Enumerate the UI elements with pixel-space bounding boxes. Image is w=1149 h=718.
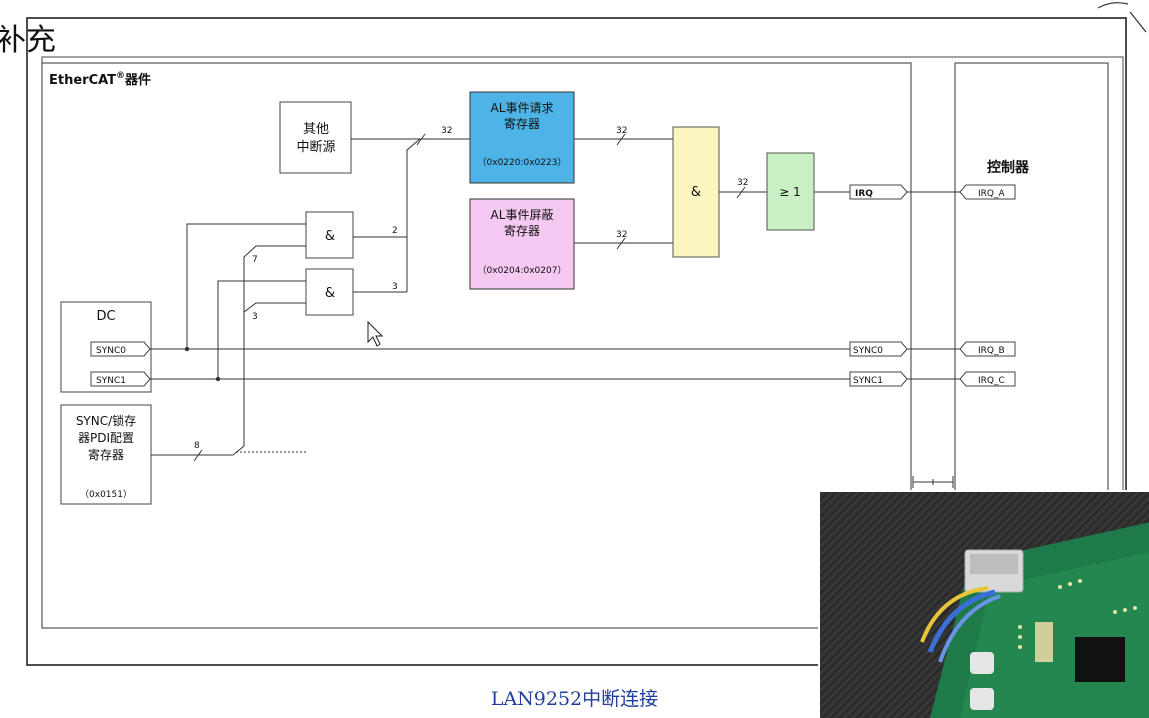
- irq-b-port: [959, 341, 1016, 357]
- bus-label-tap3: 3: [252, 312, 258, 322]
- irq-port: [849, 184, 908, 200]
- dc-sync1-port: [90, 371, 151, 387]
- al-mask-line2: 寄存器: [504, 223, 540, 238]
- circuit-board-photo-icon: [920, 522, 1149, 718]
- and-gate-2-label: &: [325, 286, 335, 301]
- junction-dot: [184, 346, 190, 352]
- bus-label-other: 32: [441, 126, 452, 136]
- bus-label-tap7: 7: [252, 255, 258, 265]
- bus-label-and2: 3: [392, 282, 398, 292]
- bus-label-sync: 8: [194, 441, 200, 451]
- slide-title: 补充: [0, 23, 56, 58]
- slide-frame: [26, 17, 1127, 666]
- slide-caption: LAN9252中断连接: [490, 688, 659, 710]
- ethercat-label: EtherCAT®器件: [49, 71, 151, 88]
- irq-a-port: [959, 184, 1016, 200]
- camera-video-overlay[interactable]: [818, 490, 1149, 718]
- dc-sync0-port: [90, 341, 151, 357]
- wires: [150, 138, 960, 488]
- other-interrupt-source-box: [279, 101, 352, 174]
- ethercat-device-box: [41, 62, 912, 629]
- sync1-out-port: [849, 371, 908, 387]
- bus-label-mask: 32: [616, 230, 627, 240]
- sync-latch-address: （0x0151）: [80, 489, 132, 500]
- sync1-out-label: SYNC1: [853, 376, 883, 386]
- irq-b-label: IRQ_B: [978, 346, 1005, 356]
- sync0-out-label: SYNC0: [853, 346, 883, 356]
- al-event-request-register: [469, 91, 575, 184]
- other-source-line1: 其他: [303, 122, 329, 137]
- al-mask-address: （0x0204:0x0207）: [478, 265, 567, 276]
- al-event-mask-register: [469, 198, 575, 290]
- junction-dot: [215, 376, 221, 382]
- dc-sync0-label: SYNC0: [96, 346, 126, 356]
- sync-latch-line2: 器PDI配置: [78, 431, 134, 445]
- sync0-out-port: [849, 341, 908, 357]
- and-gate-1-label: &: [325, 229, 335, 244]
- and-gate-1: [305, 211, 354, 259]
- bus-label-and1: 2: [392, 226, 398, 236]
- mouse-cursor-icon: [367, 320, 384, 347]
- dc-sync1-label: SYNC1: [96, 376, 126, 386]
- irq-c-label: IRQ_C: [978, 376, 1005, 386]
- and-gate-main-label: &: [691, 185, 701, 200]
- pen-scribble-icon: [1097, 2, 1147, 33]
- irq-port-label: IRQ: [855, 189, 873, 199]
- sync-latch-line1: SYNC/锁存: [76, 413, 136, 428]
- sync-latch-pdi-register: [60, 404, 152, 505]
- al-mask-line1: AL事件屏蔽: [491, 208, 554, 222]
- or-gate-label: ≥ 1: [779, 185, 801, 199]
- al-request-line1: AL事件请求: [491, 101, 554, 115]
- and-gate-main: [672, 126, 720, 258]
- irq-a-label: IRQ_A: [978, 189, 1005, 199]
- al-request-address: （0x0220:0x0223）: [478, 157, 567, 168]
- al-request-line2: 寄存器: [504, 116, 540, 131]
- sync-latch-line3: 寄存器: [88, 447, 124, 462]
- irq-c-port: [959, 371, 1016, 387]
- dc-label: DC: [96, 309, 115, 324]
- bus-label-out: 32: [737, 178, 748, 188]
- bus-label-req: 32: [616, 126, 627, 136]
- controller-label: 控制器: [987, 159, 1030, 176]
- other-source-line2: 中断源: [296, 140, 335, 155]
- bus-slashes: [193, 133, 746, 462]
